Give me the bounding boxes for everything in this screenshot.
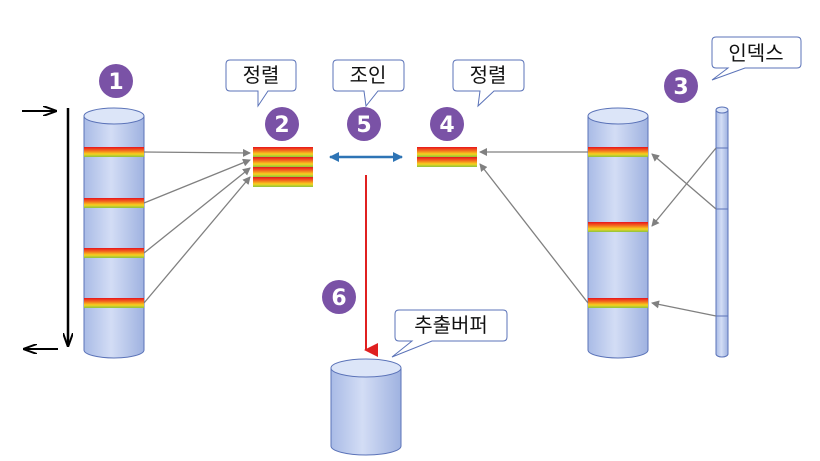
- sorted-set-left: [253, 147, 313, 187]
- row-band: [84, 248, 144, 258]
- callout-sort-right: 정렬: [452, 59, 525, 108]
- step-number: 5: [356, 113, 371, 138]
- row-band: [588, 222, 648, 232]
- callout-sort-left-text: 정렬: [243, 63, 280, 87]
- step-badge-5: 5: [347, 107, 381, 141]
- step-number: 2: [274, 113, 289, 138]
- row-band: [588, 147, 648, 157]
- step-badge-6: 6: [322, 280, 356, 314]
- index-connectors: [651, 147, 717, 317]
- sorted-set-right: [417, 147, 477, 167]
- step-badge-2: 2: [265, 107, 299, 141]
- callout-index: 인덱스: [711, 36, 802, 81]
- scan-arrow: [22, 108, 68, 349]
- left-connectors: [143, 148, 251, 304]
- callout-output-buffer: 추출버퍼: [391, 309, 508, 358]
- callout-join-text: 조인: [350, 63, 387, 87]
- callout-sort-left: 정렬: [225, 59, 297, 108]
- output-buffer-cylinder: [330, 358, 402, 456]
- step-number: 3: [673, 75, 688, 100]
- row-band: [84, 198, 144, 208]
- step-number: 1: [108, 70, 123, 95]
- step-badge-4: 4: [430, 107, 464, 141]
- right-table-cylinder: [587, 107, 649, 359]
- step-number: 4: [439, 113, 454, 138]
- right-connectors: [479, 148, 589, 304]
- step-badge-3: 3: [664, 69, 698, 103]
- step-number: 6: [331, 286, 346, 311]
- callout-output-buffer-text: 추출버퍼: [414, 313, 488, 337]
- left-table-cylinder: [83, 107, 145, 359]
- row-band: [84, 147, 144, 157]
- step-badge-1: 1: [99, 64, 133, 98]
- callout-index-text: 인덱스: [728, 41, 783, 65]
- callout-sort-right-text: 정렬: [470, 63, 507, 87]
- row-band: [588, 298, 648, 308]
- row-band: [84, 298, 144, 308]
- callout-join: 조인: [332, 59, 405, 108]
- index-cylinder: [715, 106, 729, 358]
